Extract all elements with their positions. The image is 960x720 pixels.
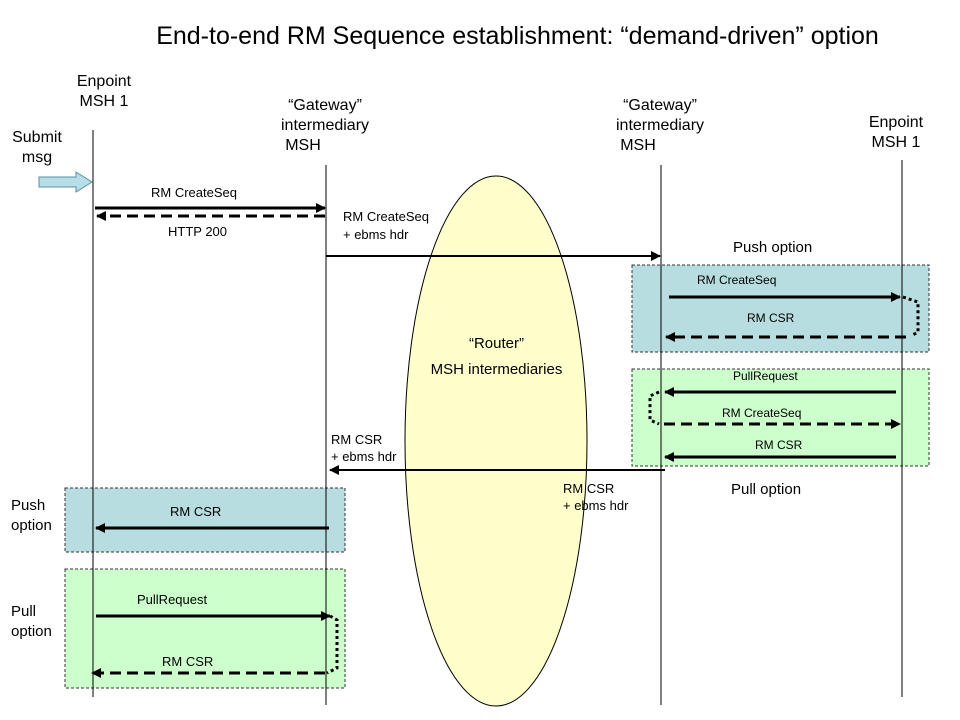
label-pull-request-right: PullRequest [733, 369, 798, 383]
push-right-loop [902, 295, 920, 338]
label-csr-ebms-lower: RM CSR + ebms hdr [563, 481, 628, 513]
actor-line: MSH [285, 137, 321, 154]
label-line: RM CreateSeq [343, 209, 429, 224]
label-push-create-seq: RM CreateSeq [697, 273, 777, 287]
pull-right-loop [648, 390, 660, 426]
actor-gateway-right: “Gateway” intermediary MSH [595, 96, 725, 156]
pull-option-label-left: Pull option [11, 602, 52, 642]
option-line: Pull [11, 603, 37, 620]
actor-line: intermediary [280, 117, 370, 134]
label-line: + ebms hdr [331, 449, 397, 464]
label-line: RM CSR [331, 432, 383, 447]
submit-line: msg [21, 149, 53, 166]
actor-line: “Gateway” [623, 97, 697, 114]
actor-line: intermediary [615, 117, 705, 134]
actor-line: “Gateway” [288, 97, 362, 114]
actor-endpoint-left: Enpoint MSH 1 [65, 72, 143, 112]
option-line: option [11, 623, 52, 640]
option-line: option [11, 517, 52, 534]
label-left-push-csr: RM CSR [170, 504, 222, 519]
label-csr-ebms-upper: RM CSR + ebms hdr [331, 432, 396, 464]
pull-option-box-left [64, 568, 346, 689]
label-line: + ebms hdr [563, 498, 629, 513]
label-line: + ebms hdr [343, 227, 409, 242]
option-line: Push [11, 497, 46, 514]
label-create-seq-ebms: RM CreateSeq + ebms hdr [343, 209, 429, 242]
submit-line: Submit [12, 129, 62, 146]
label-left-pull-csr: RM CSR [162, 654, 214, 669]
push-option-box-left [64, 487, 346, 553]
push-option-label-right: Push option [733, 239, 813, 256]
label-pull-create-seq: RM CreateSeq [722, 406, 802, 420]
pull-option-label-right: Pull option [731, 481, 802, 498]
actor-line: Enpoint [868, 114, 924, 131]
page-title: End-to-end RM Sequence establishment: “d… [156, 22, 879, 50]
pull-left-loop [326, 614, 339, 675]
label-http-200: HTTP 200 [168, 224, 228, 239]
label-line: RM CSR [563, 481, 615, 496]
actor-gateway-left: “Gateway” intermediary MSH [260, 96, 390, 156]
label-pull-csr-right: RM CSR [755, 438, 803, 452]
push-option-label-left: Push option [11, 496, 52, 536]
label-push-csr: RM CSR [747, 311, 795, 325]
actor-line: MSH 1 [79, 93, 129, 110]
label-left-pull-request: PullRequest [137, 592, 208, 607]
pull-option-box-right [631, 368, 930, 467]
submit-arrow-icon [38, 171, 93, 193]
submit-msg-label: Submit msg [7, 128, 67, 168]
router-label: “Router” MSH intermediaries [404, 334, 589, 380]
push-option-box-right [631, 264, 930, 353]
router-line: “Router” [468, 335, 524, 352]
actor-line: MSH [620, 137, 656, 154]
router-ellipse [404, 175, 588, 707]
actor-line: Enpoint [76, 73, 132, 90]
actor-line: MSH 1 [871, 134, 921, 151]
router-line: MSH intermediaries [430, 361, 563, 378]
actor-endpoint-right: Enpoint MSH 1 [857, 113, 935, 153]
label-create-seq-1: RM CreateSeq [151, 185, 237, 200]
